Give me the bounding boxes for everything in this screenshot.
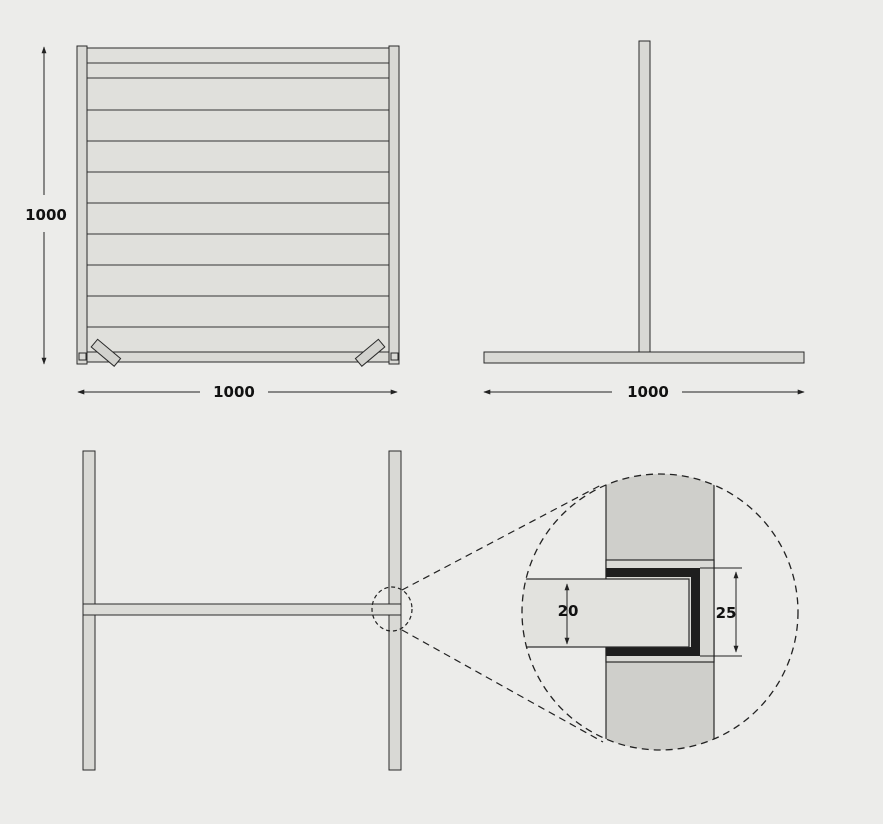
side-width-dimension-label: 1000 — [627, 383, 669, 401]
inner-thickness-label: 20 — [558, 602, 579, 620]
height-dimension-label: 1000 — [25, 206, 67, 224]
side-view: 1000 — [483, 40, 805, 401]
side-base — [483, 351, 805, 364]
detail-leader-bottom — [401, 629, 604, 743]
panel-slats — [87, 62, 389, 328]
top-view — [82, 450, 604, 771]
detail-rail-end — [522, 578, 690, 648]
front-left-post — [76, 45, 88, 365]
right-foot-block — [390, 352, 399, 361]
left-corner-brace — [90, 338, 122, 367]
detail-leader-top — [401, 483, 604, 591]
front-right-post — [388, 45, 400, 365]
detail-view: 20 25 — [521, 473, 799, 751]
front-view: 1000 1000 — [25, 45, 400, 401]
right-corner-brace — [354, 338, 386, 367]
front-panel — [86, 47, 390, 353]
left-foot-block — [78, 352, 87, 361]
detail-circle-outline — [521, 473, 799, 751]
top-cross-rail — [82, 603, 402, 616]
side-upright — [638, 40, 651, 353]
detail-marker-circle — [371, 586, 413, 632]
channel-height-label: 25 — [716, 604, 737, 622]
front-bottom-rail — [86, 351, 390, 363]
front-width-dimension-label: 1000 — [213, 383, 255, 401]
